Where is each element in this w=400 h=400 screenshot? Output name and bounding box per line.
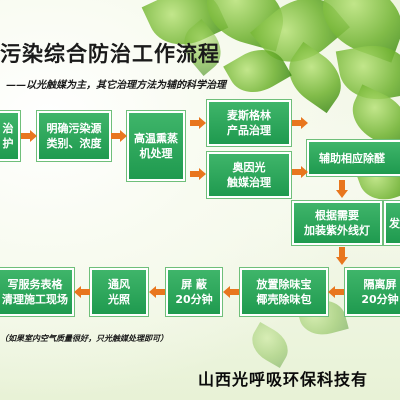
step-box: 写服务表格 清理施工现场 xyxy=(0,268,74,316)
step-box: 屏 蔽 20分钟 xyxy=(166,268,222,316)
step-box: 发 xyxy=(384,201,400,245)
arrow-left-icon xyxy=(223,286,239,298)
diagram-subtitle: ——以光触媒为主，其它治理方法为辅的科学治理 xyxy=(6,80,226,91)
company-name: 山西光呼吸环保科技有 xyxy=(198,370,369,389)
step-box: 高温熏蒸 机处理 xyxy=(127,111,185,181)
step-box: 治 护 xyxy=(0,111,20,161)
arrow-right-icon xyxy=(292,166,308,178)
arrow-right-icon xyxy=(21,130,37,142)
footnote: （如果室内空气质量很好，只光触媒处理即可） xyxy=(0,333,168,343)
arrow-left-icon xyxy=(149,286,165,298)
step-box: 放置除味宝 椰壳除味包 xyxy=(240,268,328,316)
step-box: 麦斯格林 产品治理 xyxy=(207,100,291,146)
arrow-down-icon xyxy=(336,180,348,198)
diagram-title: 污染综合防治工作流程 xyxy=(0,41,220,66)
arrow-left-icon xyxy=(328,286,344,298)
step-box: 奥因光 触媒治理 xyxy=(207,152,291,198)
step-box: 隔离屏 20分钟 xyxy=(345,268,400,316)
arrow-right-icon xyxy=(190,117,206,129)
step-box: 辅助相应除醛 xyxy=(307,140,400,176)
arrow-down-icon xyxy=(336,247,348,265)
arrow-right-icon xyxy=(190,168,206,180)
arrow-right-icon xyxy=(292,117,308,129)
step-box: 明确污染源 类别、浓度 xyxy=(37,111,111,161)
arrow-left-icon xyxy=(74,286,90,298)
arrow-right-icon xyxy=(111,130,127,142)
step-box: 根据需要 加装紫外线灯 xyxy=(292,201,382,245)
step-box: 通风 光照 xyxy=(90,268,148,316)
